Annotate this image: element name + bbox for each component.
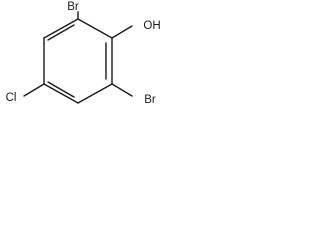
ring-bond-c5-c6	[43, 18, 79, 39]
atom-label-oh: OH	[143, 20, 160, 32]
bond-to-cl	[23, 83, 45, 97]
ring-bond-c3-c4	[43, 83, 79, 104]
atom-label-cl: Cl	[6, 92, 17, 104]
ring-bond-c2-c3	[77, 83, 113, 104]
ring-bond-c6-c1	[77, 18, 113, 39]
benzene-ring	[43, 18, 113, 104]
ring-double-bond-inner-2	[47, 81, 75, 98]
atom-label-br-top: Br	[67, 1, 79, 13]
atom-label-br-bottom: Br	[144, 94, 156, 106]
chemical-structure-diagram: Br OH Cl Br	[6, 1, 161, 106]
ring-double-bond-inner-3	[47, 24, 75, 41]
bond-to-br-bottom	[111, 83, 133, 97]
bond-to-oh	[111, 25, 133, 39]
substituent-bonds	[23, 11, 133, 97]
